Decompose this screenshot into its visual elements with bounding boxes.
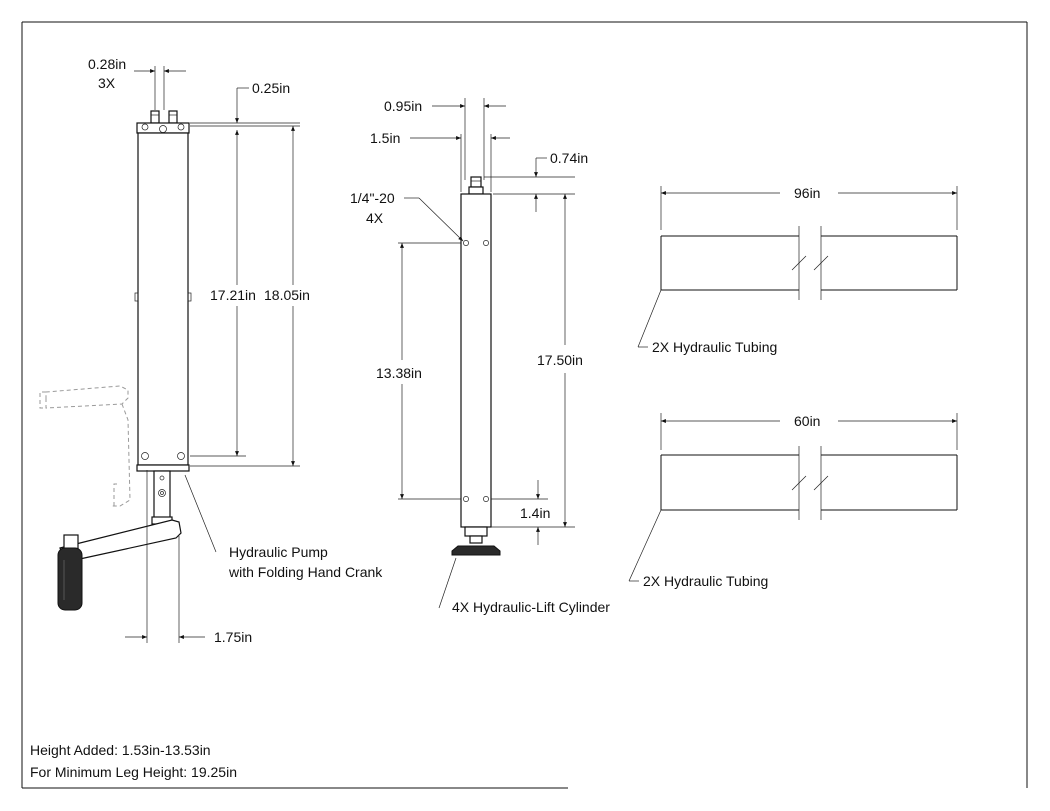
pump-top-offset-label: 0.25in [252, 80, 290, 96]
cyl-top-offset-label: 0.74in [550, 150, 588, 166]
cylinder-dimensions [398, 98, 575, 545]
pump-screw-count-label: 3X [98, 75, 116, 91]
cyl-height-label: 17.50in [537, 352, 583, 368]
pump-dimensions [125, 66, 300, 643]
pump-callout-line1: Hydraulic Pump [229, 544, 328, 560]
cyl-thread-label-line1: 1/4"-20 [350, 190, 395, 206]
hydraulic-pump [39, 110, 217, 611]
spec-notes: Height Added: 1.53in-13.53in For Minimum… [30, 739, 237, 783]
hydraulic-tubing-96 [637, 186, 958, 348]
cyl-bottom-offset-label: 1.4in [520, 505, 550, 521]
cyl-thread-label-line2: 4X [366, 210, 384, 226]
cyl-width-inner-label: 0.95in [384, 98, 422, 114]
tube1-callout-label: 2X Hydraulic Tubing [652, 339, 777, 355]
drawing-border [21, 21, 1028, 789]
cyl-callout-label: 4X Hydraulic-Lift Cylinder [452, 599, 610, 615]
pump-base-width-label: 1.75in [214, 629, 252, 645]
height-added-note: Height Added: 1.53in-13.53in [30, 742, 211, 758]
cyl-hole-spacing-label: 13.38in [376, 365, 422, 381]
pump-inner-height-label: 17.21in [210, 287, 256, 303]
cyl-width-outer-label: 1.5in [370, 130, 400, 146]
pump-callout-line2: with Folding Hand Crank [228, 564, 383, 580]
min-leg-height-note: For Minimum Leg Height: 19.25in [30, 764, 237, 780]
tube1-length-label: 96in [794, 185, 820, 201]
pump-total-height-label: 18.05in [264, 287, 310, 303]
tube2-callout-label: 2X Hydraulic Tubing [643, 573, 768, 589]
pump-screw-width-label: 0.28in [88, 56, 126, 72]
hydraulic-tubing-60 [628, 413, 958, 582]
tube2-length-label: 60in [794, 413, 820, 429]
hydraulic-lift-cylinder [438, 176, 501, 609]
